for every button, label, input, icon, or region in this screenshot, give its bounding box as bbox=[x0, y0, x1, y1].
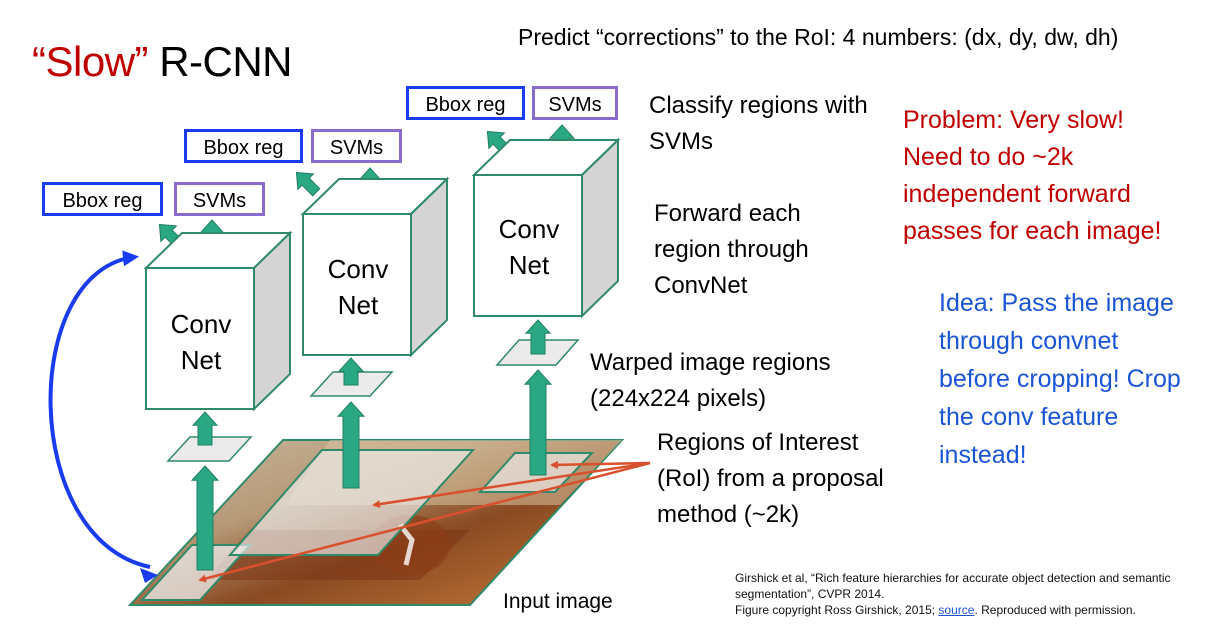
note-line: independent forward bbox=[903, 180, 1131, 208]
arrow-roi-to-patch-3 bbox=[523, 369, 553, 476]
convnet-label-line: Net bbox=[180, 345, 222, 375]
forward-annotation: Forward each region through ConvNet bbox=[654, 196, 809, 304]
idea-note: Idea: Pass the image through convnet bef… bbox=[939, 284, 1181, 474]
classify-annotation: Classify regions with SVMs bbox=[649, 88, 868, 160]
arrow-roi-to-patch-1 bbox=[190, 465, 220, 571]
input-image-label: Input image bbox=[503, 590, 613, 613]
citation-line: Figure copyright Ross Girshick, 2015; so… bbox=[735, 602, 1171, 618]
arrow-roi-to-patch-2 bbox=[336, 401, 366, 489]
subtitle-corrections: Predict “corrections” to the RoI: 4 numb… bbox=[518, 24, 1119, 50]
note-line: passes for each image! bbox=[903, 217, 1162, 245]
bbox-reg-box-2: Bbox reg bbox=[184, 129, 303, 163]
bbox-reg-box-1: Bbox reg bbox=[42, 182, 163, 216]
note-line: through convnet bbox=[939, 327, 1119, 355]
convnet-label-3: Conv Net bbox=[475, 211, 583, 283]
convnet-label-line: Net bbox=[337, 290, 379, 320]
convnet-label-line: Conv bbox=[170, 309, 232, 339]
arrow-patch-to-cube-1 bbox=[191, 411, 219, 446]
note-line: Problem: Very slow! bbox=[903, 106, 1124, 134]
slide-title: “Slow” R-CNN bbox=[32, 38, 292, 86]
bbox-reg-box-3: Bbox reg bbox=[406, 86, 525, 120]
annotation-line: (224x224 pixels) bbox=[590, 385, 767, 412]
note-line: Need to do ~2k bbox=[903, 143, 1074, 171]
svm-box-2: SVMs bbox=[311, 129, 402, 163]
annotation-line: SVMs bbox=[649, 128, 714, 155]
convnet-label-1: Conv Net bbox=[147, 306, 255, 378]
convnet-label-2: Conv Net bbox=[304, 251, 412, 323]
warped-patch-1 bbox=[166, 436, 253, 462]
annotation-line: Forward each bbox=[654, 200, 801, 227]
roi-pointer-arrows bbox=[198, 460, 651, 583]
note-line: the conv feature bbox=[939, 403, 1119, 431]
annotation-line: Warped image regions bbox=[590, 349, 831, 376]
annotation-line: Regions of Interest bbox=[657, 429, 859, 456]
warped-annotation: Warped image regions (224x224 pixels) bbox=[590, 345, 831, 417]
roi-region-2 bbox=[227, 449, 476, 556]
annotation-line: ConvNet bbox=[654, 272, 748, 299]
annotation-line: method (~2k) bbox=[657, 501, 800, 528]
convnet-label-line: Conv bbox=[498, 214, 560, 244]
problem-note: Problem: Very slow! Need to do ~2k indep… bbox=[903, 102, 1161, 250]
svm-box-3: SVMs bbox=[532, 86, 618, 120]
note-line: instead! bbox=[939, 441, 1027, 469]
convnet-label-line: Net bbox=[508, 250, 550, 280]
convnet-cube-2 bbox=[300, 176, 450, 358]
arrowhead-icon bbox=[140, 568, 158, 583]
note-line: before cropping! Crop bbox=[939, 365, 1181, 393]
convnet-cubes bbox=[143, 137, 621, 412]
convnet-label-line: Conv bbox=[327, 254, 389, 284]
annotation-line: Classify regions with bbox=[649, 92, 868, 119]
citation-text: Figure copyright Ross Girshick, 2015; bbox=[735, 603, 939, 617]
title-rest: R-CNN bbox=[159, 38, 292, 85]
note-line: Idea: Pass the image bbox=[939, 289, 1174, 317]
arrow-patch-to-cube-2 bbox=[337, 357, 365, 386]
annotation-line: region through bbox=[654, 236, 809, 263]
citation: Girshick et al, “Rich feature hierarchie… bbox=[735, 570, 1171, 618]
convnet-cube-1 bbox=[143, 230, 293, 412]
annotation-line: (RoI) from a proposal bbox=[657, 465, 884, 492]
citation-line: segmentation”, CVPR 2014. bbox=[735, 587, 885, 601]
arrow-cube-to-bbox-2 bbox=[295, 171, 321, 197]
arrow-patch-to-cube-3 bbox=[524, 319, 552, 355]
convnet-cube-3 bbox=[471, 137, 621, 319]
roi-annotation: Regions of Interest (RoI) from a proposa… bbox=[657, 425, 884, 533]
correspondence-arrow bbox=[48, 250, 151, 569]
citation-text: . Reproduced with permission. bbox=[974, 603, 1136, 617]
citation-line: Girshick et al, “Rich feature hierarchie… bbox=[735, 571, 1171, 585]
source-link[interactable]: source bbox=[938, 603, 975, 617]
title-highlight: “Slow” bbox=[32, 38, 149, 85]
svm-box-1: SVMs bbox=[174, 182, 265, 216]
